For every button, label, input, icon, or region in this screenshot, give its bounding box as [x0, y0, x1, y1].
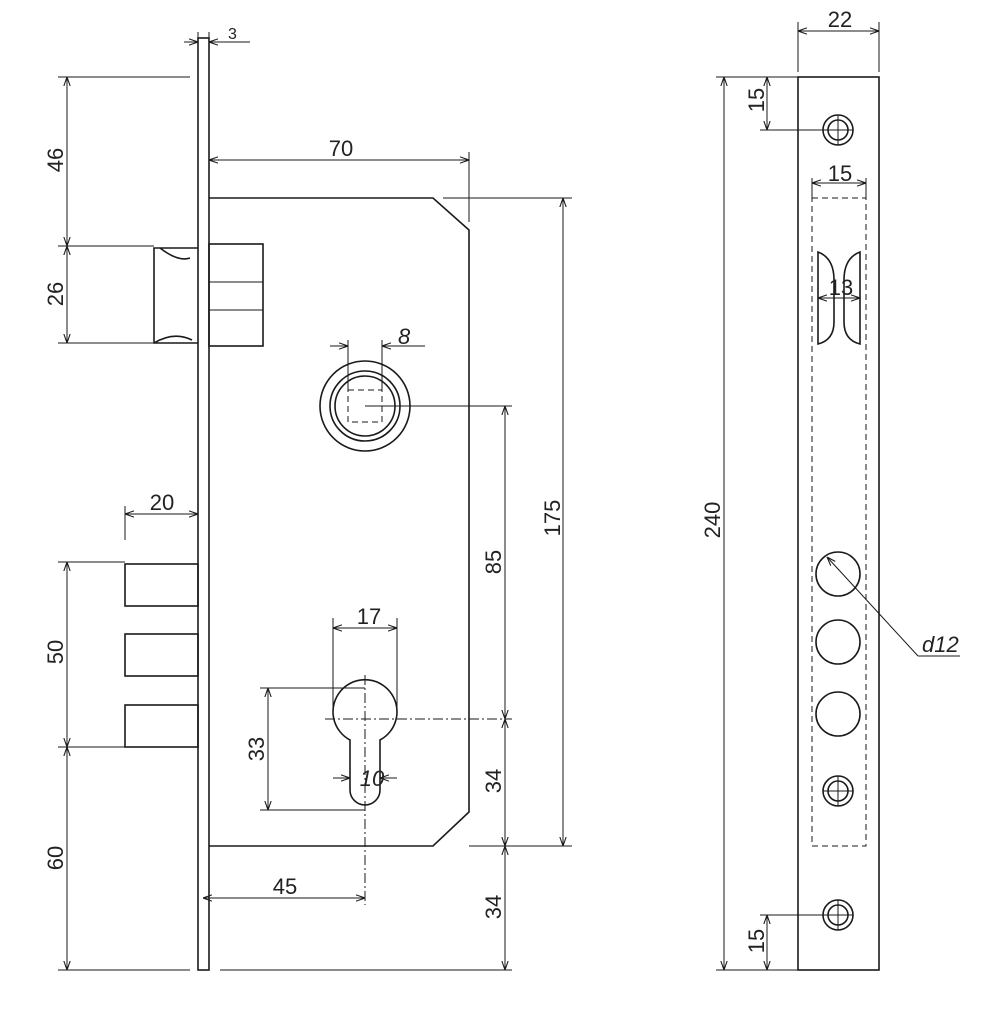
dim-faceplate-thickness-label: 3: [228, 26, 237, 43]
dim-spindle-square: 8: [330, 324, 425, 392]
dim-backset-label: 45: [273, 874, 297, 899]
dim-spindle-square-label: 8: [398, 324, 411, 349]
faceplate-side: [197, 37, 210, 971]
dim-bolt-hole-diameter-label: d12: [922, 632, 959, 657]
latch-bolt: [153, 243, 264, 347]
dim-cylinder-slot: 10: [333, 766, 397, 791]
dim-cylinder-to-case-bottom-label: 34: [481, 769, 506, 793]
dim-case-to-plate-bottom-label: 34: [481, 895, 506, 919]
dim-faceplate-thickness: 3: [184, 26, 250, 48]
dim-case-height-label: 175: [540, 500, 565, 537]
screw-hole-bottom: [822, 899, 854, 931]
lock-case: [209, 197, 470, 847]
dim-cylinder-slot-label: 10: [360, 766, 385, 791]
bolt-hole-1: [815, 551, 861, 597]
dim-bolt-to-bottom: 60: [43, 747, 190, 971]
dim-plate-width-label: 22: [828, 7, 852, 32]
dim-bolt-projection: 20: [124, 490, 199, 540]
bolt-hole-3: [815, 691, 861, 737]
dim-spindle-to-cylinder-label: 85: [481, 550, 506, 574]
dim-backset: 45: [203, 874, 365, 899]
dim-bolt-span: 50: [43, 561, 125, 748]
dim-case-to-plate-bottom: 34: [220, 846, 512, 971]
dim-bolt-hole-diameter: d12: [827, 557, 960, 657]
dim-plate-width: 22: [797, 7, 880, 72]
deadbolt-bars: [124, 563, 199, 748]
latch-window-outline: [811, 197, 867, 847]
dim-latch-window-width-label: 15: [828, 161, 852, 186]
dim-cylinder-to-case-bottom: 34: [481, 719, 506, 846]
dim-cylinder-width: 17: [332, 604, 398, 712]
bolt-hole-2: [815, 619, 861, 665]
dim-case-width-label: 70: [329, 136, 353, 161]
dim-bottom-hole-offset: 15: [744, 914, 823, 970]
dim-bolt-projection-label: 20: [150, 490, 174, 515]
dim-latch-height-label: 26: [43, 282, 68, 306]
dim-latch-window-width: 15: [811, 161, 867, 198]
dim-case-width: 70: [209, 136, 470, 222]
dim-plate-length: 240: [700, 76, 798, 971]
spindle-hub: [319, 360, 512, 452]
dim-top-hole-offset-label: 15: [744, 88, 769, 112]
dim-plate-length-label: 240: [700, 502, 725, 539]
dim-top-to-latch: 46: [43, 76, 190, 247]
dim-bottom-hole-offset-label: 15: [744, 929, 769, 953]
dim-latch-window-inner-label: 13: [829, 275, 853, 300]
dim-bolt-span-label: 50: [43, 640, 68, 664]
dim-top-hole-offset: 15: [744, 77, 823, 131]
dim-latch-height: 26: [43, 246, 154, 344]
dim-cylinder-width-label: 17: [357, 604, 381, 629]
faceplate-front: [797, 76, 880, 971]
dim-latch-window-inner: 13: [818, 275, 860, 300]
screw-hole-top: [822, 114, 854, 146]
dim-cylinder-height-label: 33: [244, 737, 269, 761]
dim-bolt-to-bottom-label: 60: [43, 846, 68, 870]
dim-top-to-latch-label: 46: [43, 148, 68, 172]
dim-case-height: 175: [443, 197, 572, 847]
dim-spindle-to-cylinder: 85: [481, 406, 506, 719]
dim-cylinder-height: 33: [244, 687, 365, 811]
screw-hole-middle: [822, 775, 854, 807]
